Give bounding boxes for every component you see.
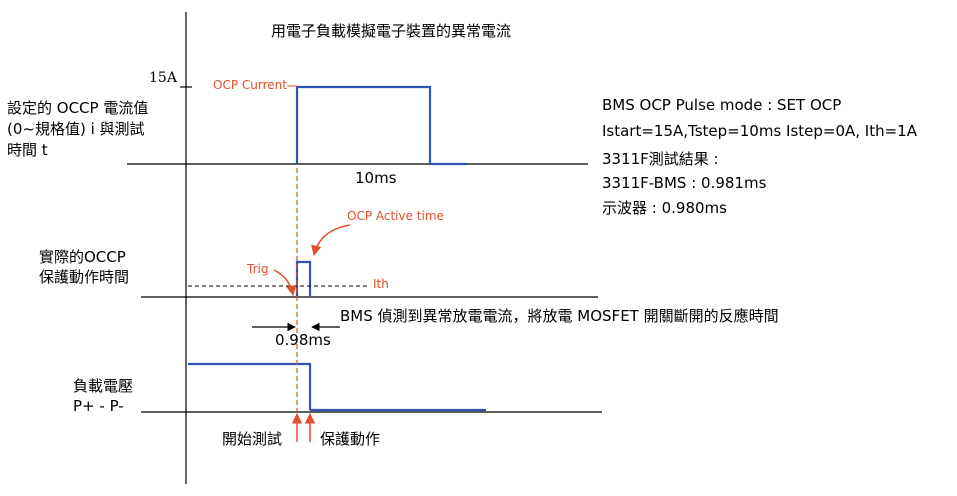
bms-response-description: BMS 偵測到異常放電電流，將放電 MOSFET 開關斷開的反應時間: [340, 307, 779, 325]
current-pulse-waveform: [295, 85, 467, 166]
ocp-active-time-label: OCP Active time: [347, 209, 444, 223]
set-ocp-label: 設定的 OCCP 電流值 (0~規格值) i 與測試 時間 t: [7, 99, 149, 159]
trig-label: Trig: [247, 262, 269, 276]
ith-label: Ith: [373, 277, 389, 291]
ocp-active-arrow: [311, 224, 351, 257]
diagram-title: 用電子負載模擬電子裝置的異常電流: [271, 22, 512, 40]
pulse-width-label: 10ms: [355, 169, 397, 187]
ocp-current-label: OCP Current: [213, 78, 287, 92]
load-voltage-label: 負載電壓 P+ - P-: [73, 377, 134, 415]
trig-arrow: [273, 269, 297, 297]
protection-pulse-waveform: [295, 260, 312, 297]
result-line-3: 3311F測試結果 :: [602, 150, 719, 168]
result-line-1: BMS OCP Pulse mode : SET OCP: [602, 96, 842, 114]
voltage-high-waveform: [188, 362, 312, 410]
result-line-2: Istart=15A,Tstep=10ms Istep=0A, Ith=1A: [602, 122, 917, 140]
result-line-5: 示波器 : 0.980ms: [602, 199, 727, 217]
start-test-label: 開始測試: [222, 430, 283, 448]
actual-ocp-label: 實際的OCCP 保護動作時間: [39, 248, 130, 286]
protection-action-label: 保護動作: [320, 430, 381, 448]
result-line-4: 3311F-BMS : 0.981ms: [602, 174, 767, 192]
current-level-label: 15A: [149, 70, 177, 86]
response-time-label: 0.98ms: [275, 331, 331, 349]
